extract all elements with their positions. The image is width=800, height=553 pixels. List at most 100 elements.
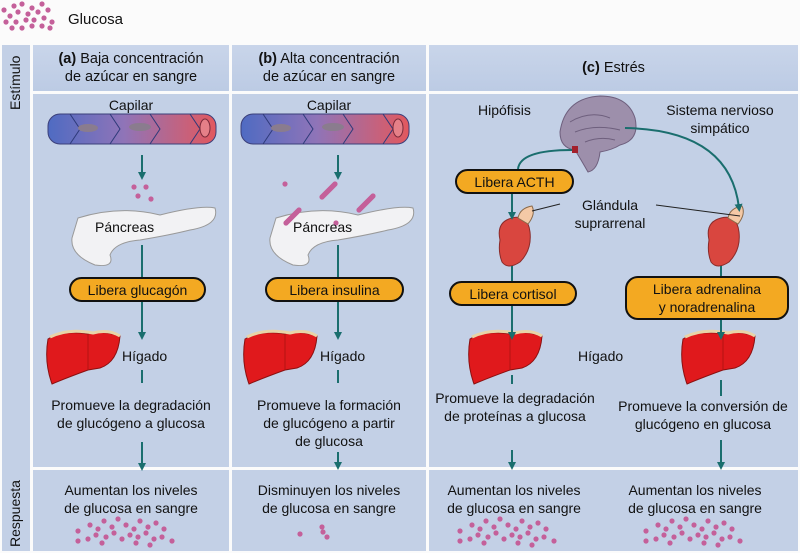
glucose-dot xyxy=(332,181,338,187)
glucose-dot xyxy=(711,530,717,536)
pancreas-label-a: Páncreas xyxy=(95,219,155,235)
glucose-dot xyxy=(153,520,159,526)
effect-a-line2: de glucógeno a glucosa xyxy=(57,415,205,431)
glucose-dot xyxy=(475,532,481,538)
glucose-dot xyxy=(491,524,497,530)
glucose-dot xyxy=(13,19,19,25)
glucose-dot xyxy=(737,538,743,544)
glucose-dot xyxy=(95,526,101,532)
glucose-dot xyxy=(99,540,105,546)
glucose-dot xyxy=(721,520,727,526)
hormone-insulin-pill: Libera insulina xyxy=(265,277,404,302)
glucose-dot xyxy=(111,530,117,536)
header-panel-b xyxy=(232,45,426,91)
liver-icon-a xyxy=(46,329,121,385)
glucose-dot xyxy=(143,184,149,190)
effect-text-a: Promueve la degradación de glucógeno a g… xyxy=(33,396,229,432)
effect-text-b: Promueve la formación de glucógeno a par… xyxy=(232,396,426,450)
glucose-dot xyxy=(169,538,175,544)
adrenal-line2: suprarrenal xyxy=(574,215,646,231)
pancreas-icon-b xyxy=(269,206,415,266)
glucose-dot xyxy=(643,538,649,544)
effect-c-left-line1: Promueve la degradación xyxy=(435,390,595,406)
glucose-dot xyxy=(127,532,133,538)
response-a-line1: Aumentan los niveles xyxy=(64,482,198,498)
liver-icon-c-right xyxy=(681,329,756,385)
capillary-icon-b xyxy=(240,113,410,145)
liver-icon-c-left xyxy=(468,329,543,385)
glucose-dot xyxy=(31,17,37,23)
header-c: (c) Estrés xyxy=(429,59,798,77)
sympathetic-line1: Sistema nervioso xyxy=(666,102,774,118)
glucose-dot xyxy=(515,540,521,546)
glucose-dot xyxy=(519,518,525,524)
glucose-dot xyxy=(683,516,689,522)
capillary-label-b: Capilar xyxy=(306,97,352,113)
effect-b-line3: de glucosa xyxy=(295,433,363,449)
liver-icon-b xyxy=(243,329,318,385)
response-text-c-right: Aumentan los niveles de glucosa en sangr… xyxy=(610,481,780,517)
glucose-dot xyxy=(23,17,29,23)
glucose-dot xyxy=(505,522,511,528)
glucose-dot xyxy=(11,3,17,9)
glucose-dot xyxy=(161,526,167,532)
response-text-b: Disminuyen los niveles de glucosa en san… xyxy=(232,481,426,517)
glucose-dot xyxy=(533,536,539,542)
response-text-c-left: Aumentan los niveles de glucosa en sangr… xyxy=(429,481,599,517)
glucose-dot xyxy=(29,5,35,11)
glucose-dot xyxy=(703,534,709,540)
glucose-dot xyxy=(469,522,475,528)
glucose-dot xyxy=(133,540,139,546)
glucose-cluster-b xyxy=(297,524,330,540)
glucose-dot xyxy=(29,23,35,29)
glucose-dot xyxy=(517,534,523,540)
header-a: (a) Baja concentración de azúcar en sang… xyxy=(33,50,229,86)
glucose-dot xyxy=(527,524,533,530)
glucose-dot xyxy=(695,532,701,538)
liver-ligament xyxy=(246,329,318,339)
glucose-dot xyxy=(1,7,7,13)
glucose-dot xyxy=(137,518,143,524)
pituitary-label: Hipófisis xyxy=(478,102,531,118)
glucose-dot xyxy=(719,536,725,542)
liver-label-c: Hígado xyxy=(578,348,624,364)
header-c-line1: Estrés xyxy=(603,60,645,76)
glucose-dot xyxy=(543,526,549,532)
glucose-dot xyxy=(7,13,13,19)
glucose-dot xyxy=(151,536,157,542)
glucose-dot xyxy=(123,522,129,528)
capillary-icon-a xyxy=(47,113,217,145)
glucose-dot xyxy=(457,538,463,544)
response-c-right-line1: Aumentan los niveles xyxy=(628,482,762,498)
glucose-dot xyxy=(715,542,721,548)
glucose-dot xyxy=(729,526,735,532)
glucose-dot xyxy=(541,534,547,540)
glucose-dot xyxy=(501,536,507,542)
adrenal-gland-icon-right xyxy=(707,205,744,267)
glucose-dot xyxy=(297,531,303,537)
glucose-release-a xyxy=(131,184,154,202)
header-a-letter: (a) xyxy=(58,51,77,67)
glucose-dot xyxy=(319,524,325,530)
pancreas-icon-a xyxy=(71,206,217,266)
insulin-dots-b xyxy=(282,181,376,226)
side-label-column xyxy=(2,45,30,551)
glucose-dot xyxy=(333,220,339,226)
response-c-left-line2: de glucosa en sangre xyxy=(447,500,581,516)
glucose-dot xyxy=(109,524,115,530)
effect-b-line2: de glucógeno a partir xyxy=(263,415,395,431)
header-b-line1: Alta concentración xyxy=(280,51,400,67)
header-b: (b) Alta concentración de azúcar en sang… xyxy=(232,50,426,86)
glucose-dot xyxy=(699,526,705,532)
glucose-dot xyxy=(75,538,81,544)
hormone-adrenaline-pill: Libera adrenalina y noradrenalina xyxy=(625,276,789,320)
glucose-dot xyxy=(661,532,667,538)
glucose-dot xyxy=(320,529,326,535)
glucose-dot xyxy=(669,518,675,524)
liver-shape xyxy=(243,331,318,385)
glucose-dot xyxy=(296,207,302,213)
glucose-dot xyxy=(643,528,649,534)
brain-icon xyxy=(559,95,637,173)
glucose-dot xyxy=(143,530,149,536)
